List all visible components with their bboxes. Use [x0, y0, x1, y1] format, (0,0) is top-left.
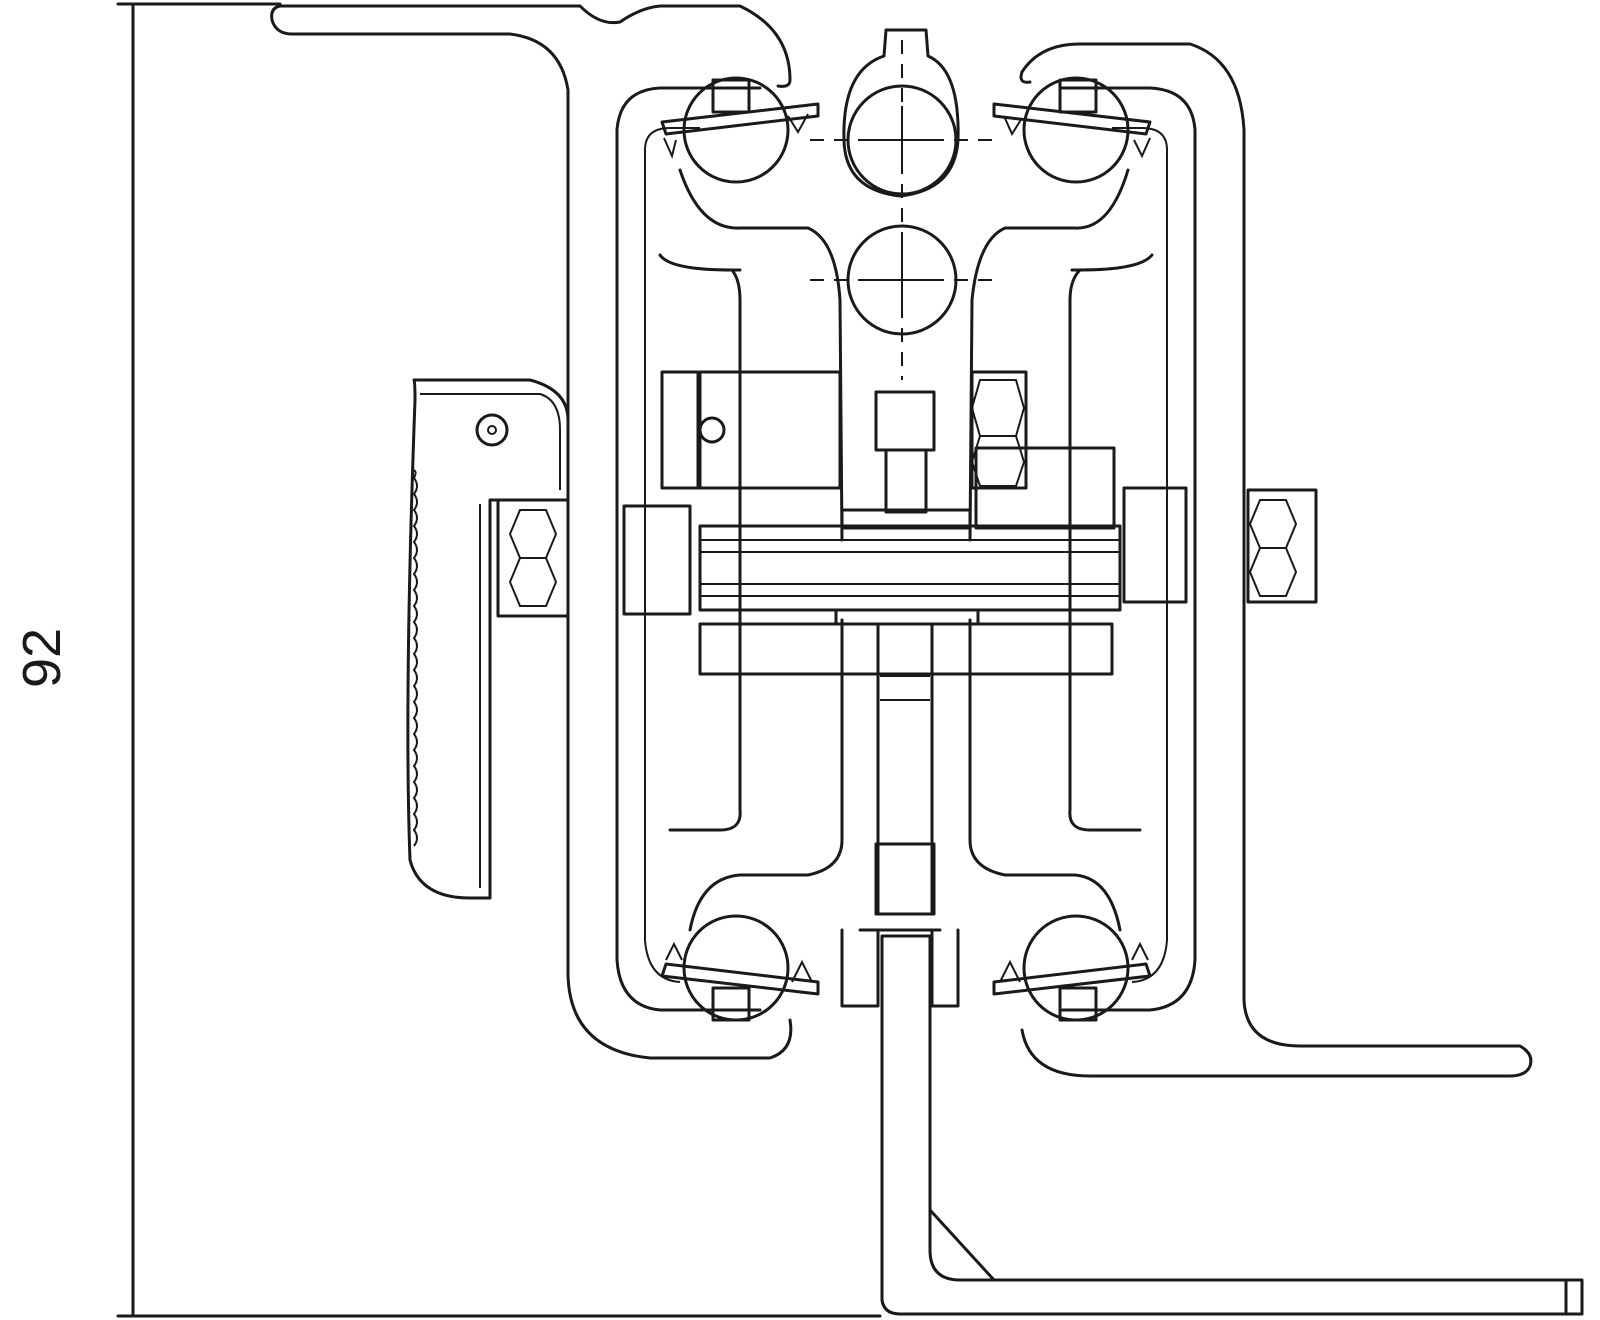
height-dimension-label: 92	[12, 627, 72, 689]
hex-nuts	[496, 486, 1318, 618]
carrier-body	[615, 86, 1197, 1012]
dimension-line	[116, 2, 882, 1318]
vertical-shaft	[874, 622, 1584, 1316]
top-rail-profile	[270, 4, 793, 1060]
center-clamp-assembly	[660, 370, 1122, 676]
roller-wheels	[660, 76, 1152, 1022]
inner-frame	[658, 168, 1154, 1008]
top-pivot-bolts	[810, 28, 995, 380]
clamp-lever	[406, 378, 570, 900]
right-rail-profile	[1019, 42, 1533, 1078]
